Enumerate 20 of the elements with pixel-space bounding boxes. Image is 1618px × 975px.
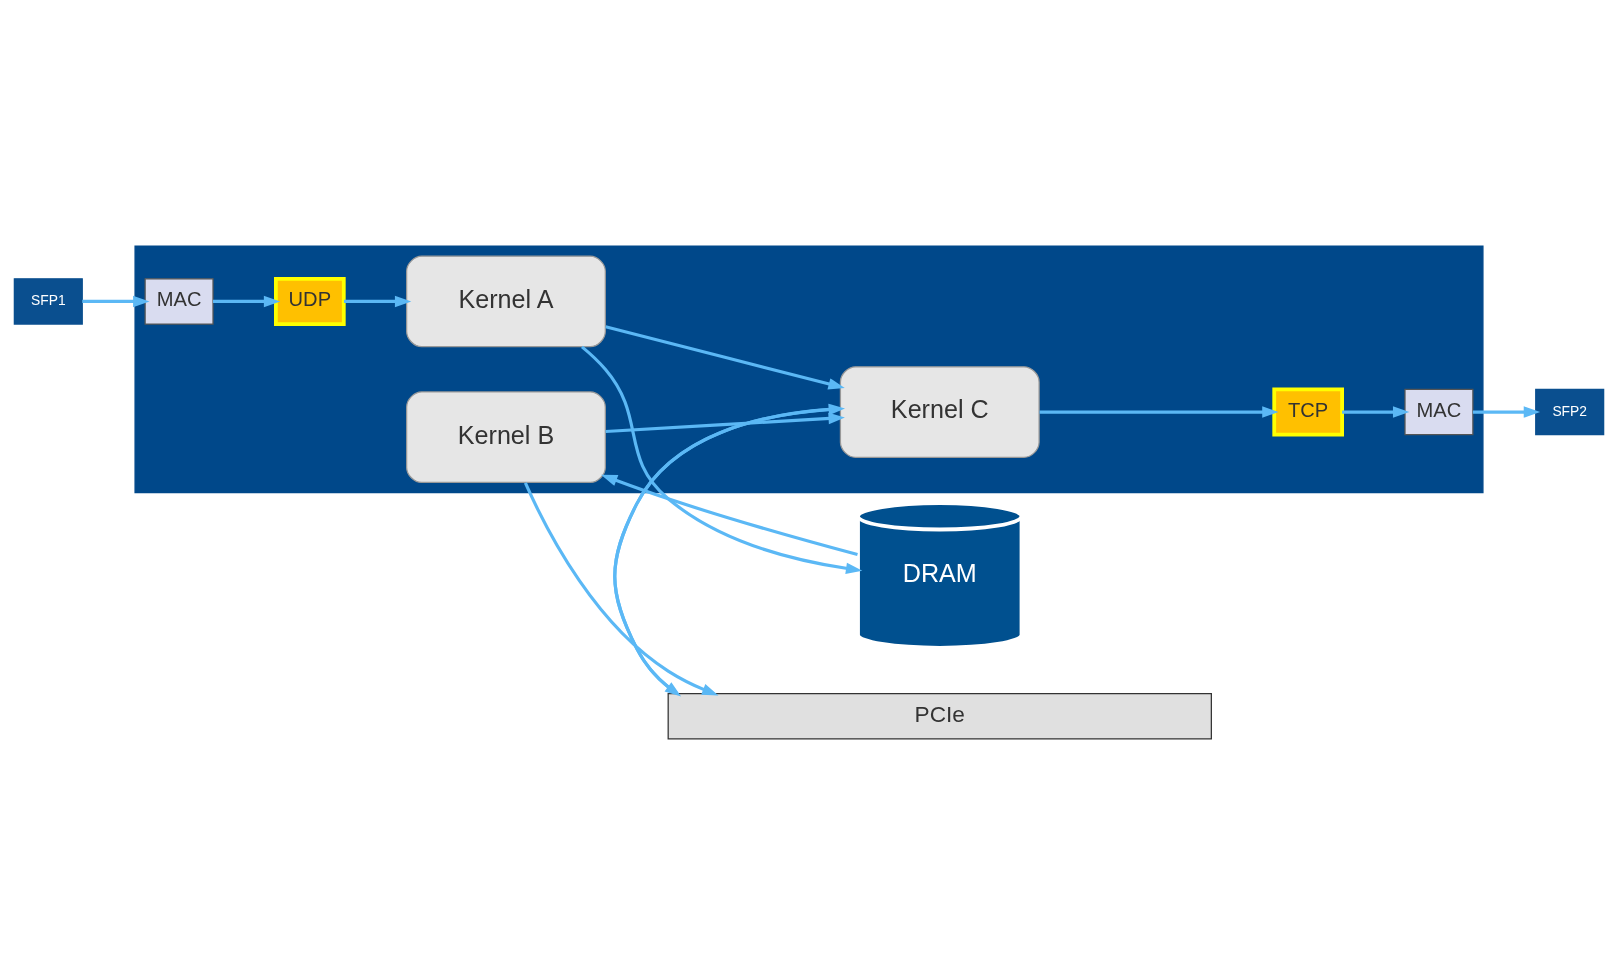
arrow [605,412,845,434]
node-box: Kernel A [406,255,606,348]
node-box: MAC [1404,388,1474,436]
node-box: UDP [274,276,346,326]
arrow [1342,406,1410,418]
arrow [213,295,281,308]
node-box: Kernel C [839,366,1040,458]
arrow [1472,406,1541,418]
arrow [580,345,863,575]
arrow [605,325,845,390]
arrow [1039,406,1279,418]
node-box: TCP [1272,387,1344,437]
arrow [601,474,858,557]
arrow [82,295,150,308]
node-box: PCIe [667,693,1212,740]
node-box: SFP1 [13,278,83,325]
node-box: SFP2 [1535,388,1605,436]
node-box: MAC [144,278,214,325]
node-box: Kernel B [406,391,606,484]
arrow [343,295,412,308]
